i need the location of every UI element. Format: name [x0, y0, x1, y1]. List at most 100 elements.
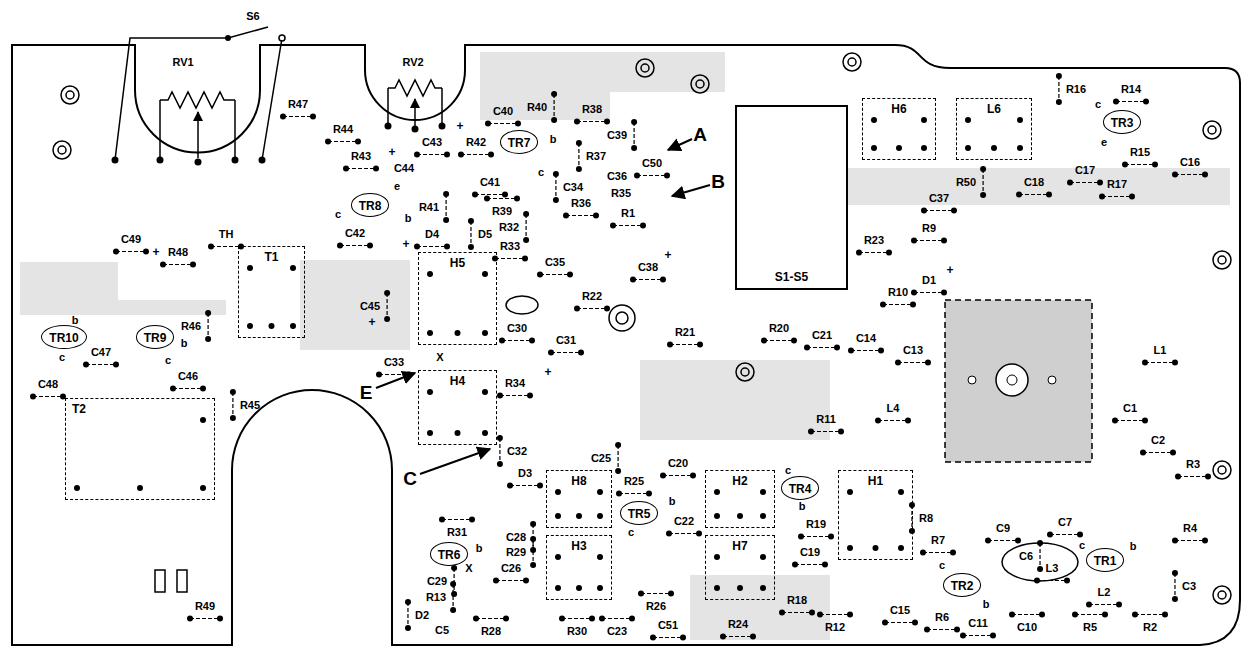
component-body	[617, 445, 618, 471]
component-label: R4	[1183, 523, 1197, 534]
component-body	[211, 246, 241, 247]
component-body	[470, 221, 471, 247]
component-label: C49	[121, 234, 141, 245]
pad	[112, 157, 119, 164]
component-body	[452, 584, 453, 610]
mounting-hole	[58, 146, 66, 154]
pad	[195, 159, 202, 166]
pad	[355, 139, 361, 145]
transistor-outline: TR8	[351, 193, 390, 217]
pad	[925, 360, 931, 366]
pad	[30, 394, 36, 400]
pad	[451, 591, 457, 597]
pad	[406, 372, 412, 378]
component-body	[1058, 76, 1059, 102]
pad	[576, 585, 582, 591]
component-body	[927, 629, 957, 630]
component-body	[669, 533, 699, 534]
component-label: C9	[996, 523, 1010, 534]
pad	[650, 635, 656, 641]
pad	[444, 152, 450, 158]
pad	[485, 121, 491, 127]
pad	[629, 616, 635, 622]
pad	[574, 119, 580, 125]
pad	[882, 620, 888, 626]
mounting-hole	[1213, 586, 1231, 604]
component-body	[633, 279, 663, 280]
pad	[896, 145, 902, 151]
component-label: R36	[571, 198, 591, 209]
component-label: H4	[450, 375, 465, 388]
component-body	[1135, 614, 1165, 615]
component-label: TR5	[628, 507, 651, 521]
component-label: C17	[1075, 165, 1095, 176]
component-label: R17	[1107, 179, 1127, 190]
pad	[593, 213, 599, 219]
pad	[530, 521, 536, 527]
pad	[604, 119, 610, 125]
component-body	[811, 431, 841, 432]
callout-letter: B	[711, 172, 725, 191]
component-label: R5	[1083, 622, 1097, 633]
pad	[555, 489, 561, 495]
pin-letter: c	[59, 352, 65, 363]
pad	[834, 345, 840, 351]
pad	[597, 585, 603, 591]
pad	[615, 442, 621, 448]
component-body	[346, 168, 376, 169]
component-label: R16	[1066, 84, 1086, 95]
component-outline: H5	[418, 252, 497, 345]
pad	[578, 350, 584, 356]
switch-lead	[262, 38, 282, 160]
component-body	[885, 622, 915, 623]
pad	[1064, 578, 1070, 584]
component-label: R30	[567, 626, 587, 637]
pad	[1172, 172, 1178, 178]
pad	[143, 249, 149, 255]
pad	[482, 430, 488, 436]
component-body	[613, 225, 643, 226]
component-label: C19	[800, 547, 820, 558]
pad	[1039, 612, 1045, 618]
pad	[200, 417, 206, 423]
pad	[1170, 450, 1176, 456]
component-body	[86, 364, 116, 365]
pad	[991, 145, 997, 151]
pad	[630, 277, 636, 283]
component-label: R39	[492, 206, 512, 217]
pad	[667, 342, 673, 348]
component-label: RV1	[172, 57, 193, 68]
component-body	[898, 362, 928, 363]
pad	[385, 123, 392, 130]
pad	[615, 468, 621, 474]
pad	[597, 489, 603, 495]
pin-letter: b	[983, 599, 990, 610]
transistor-outline: TR4	[781, 476, 820, 500]
pad	[523, 578, 529, 584]
component-body	[807, 347, 837, 348]
component-label: R3	[1186, 459, 1200, 470]
pad	[1015, 538, 1021, 544]
component-label: C23	[607, 626, 627, 637]
component-body	[988, 540, 1018, 541]
callout-arrows	[376, 139, 710, 474]
pad	[911, 238, 917, 244]
component-body	[532, 539, 533, 565]
pad	[414, 244, 420, 250]
pin-letter: b	[669, 496, 676, 507]
pad	[269, 323, 275, 329]
pin-letter: e	[394, 181, 400, 192]
pad	[551, 117, 557, 123]
pad	[1113, 99, 1119, 105]
component-label: TH	[219, 229, 234, 240]
mounting-hole	[616, 312, 628, 324]
pad	[450, 581, 456, 587]
component-label: R40	[527, 102, 547, 113]
pad	[497, 435, 503, 441]
pad	[921, 145, 927, 151]
component-body	[1145, 362, 1175, 363]
pad	[1072, 612, 1078, 618]
component-outline: H4	[418, 370, 497, 445]
component-label: C30	[507, 323, 527, 334]
pin-letter: c	[1079, 540, 1085, 551]
